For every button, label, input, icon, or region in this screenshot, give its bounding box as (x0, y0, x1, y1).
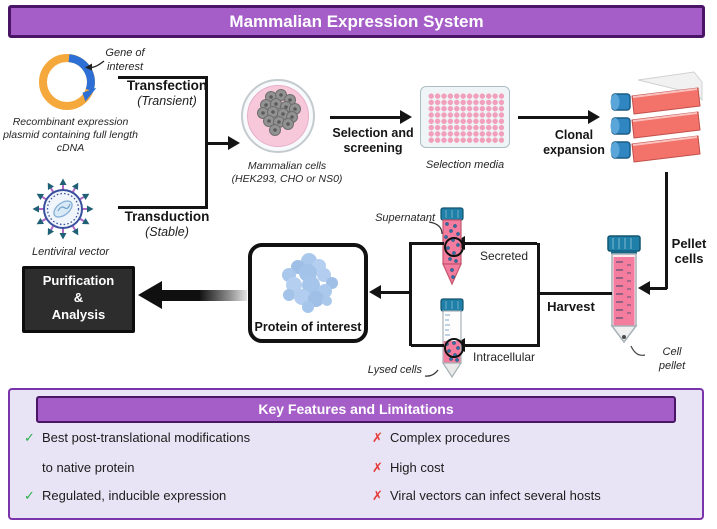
secreted-label: Secreted (480, 249, 529, 263)
transfection-title: Transfection (126, 78, 208, 93)
clonal-expansion-label: Clonal expansion (543, 128, 605, 157)
connector-line (206, 142, 230, 145)
connector-line (537, 243, 540, 347)
mammalian-cells-caption: Mammalian cells (HEK293, CHO or NS0) (231, 160, 343, 186)
check-icon: ✓ (24, 488, 35, 503)
cell-pellet-pointer-icon (630, 345, 646, 356)
arrow-right-icon (228, 136, 240, 150)
fade-arrow-shaft (160, 290, 247, 301)
well-grid (428, 93, 504, 143)
cross-icon: ✗ (372, 460, 383, 475)
arrow-right-icon (588, 110, 600, 124)
connector-line (518, 116, 590, 119)
intracellular-label: Intracellular (473, 350, 536, 364)
supernatant-pointer-icon (428, 221, 443, 235)
page-title: Mammalian Expression System (8, 5, 705, 38)
transduction-title: Transduction (124, 209, 210, 224)
feature-text: Regulated, inducible expression (42, 488, 227, 503)
transfection-mode: (Transient) (137, 93, 197, 108)
petri-dish-icon (241, 79, 315, 153)
transduction-label: Transduction (Stable) (122, 209, 212, 240)
lentivirus-icon (31, 177, 95, 241)
feature-text: to native protein (42, 460, 135, 475)
protein-of-interest-box: Protein of interest (248, 243, 368, 343)
connector-line (538, 292, 612, 295)
connector-line (464, 242, 537, 245)
feature-item: to native protein (24, 460, 135, 475)
cross-icon: ✗ (372, 488, 383, 503)
plasmid-caption: Recombinant expression plasmid containin… (3, 116, 138, 155)
connector-line (411, 242, 444, 245)
plasmid-icon (39, 54, 97, 110)
cross-icon: ✗ (372, 430, 383, 445)
feature-item: ✗ High cost (372, 460, 444, 476)
connector-line (411, 344, 444, 347)
transfection-label: Transfection (Transient) (126, 78, 208, 109)
transduction-mode: (Stable) (145, 224, 189, 239)
arrow-left-icon (638, 281, 650, 295)
gene-pointer-arrow-icon (85, 60, 105, 71)
cell-pellet-label: Cell pellet (658, 346, 686, 372)
arrow-left-icon (138, 281, 162, 309)
gene-of-interest-label: Gene of interest (105, 47, 145, 73)
well-plate-icon (420, 86, 510, 148)
feature-text: High cost (390, 460, 445, 475)
lysed-pointer-icon (424, 369, 439, 377)
falcon-tube-icon (607, 235, 641, 344)
culture-flasks-icon (610, 71, 703, 163)
key-features-panel: Key Features and Limitations ✓ Best post… (8, 388, 704, 520)
connector-line (381, 291, 410, 294)
protein-blob-icon (282, 253, 338, 313)
connector-line (118, 76, 207, 79)
lysed-cells-label: Lysed cells (367, 364, 422, 376)
connector-line (118, 206, 207, 209)
feature-item: ✗ Complex procedures (372, 430, 510, 446)
feature-text: Viral vectors can infect several hosts (390, 488, 601, 503)
connector-line (650, 287, 667, 290)
supernatant-label: Supernatant (375, 212, 435, 224)
pellet-cells-label: Pellet cells (671, 236, 707, 267)
connector-line (665, 172, 668, 289)
selection-media-caption: Selection media (425, 159, 505, 171)
arrow-right-icon (400, 110, 412, 124)
feature-text: Complex procedures (390, 430, 510, 445)
lysed-ring-marker (444, 338, 464, 358)
arrow-left-icon (369, 285, 381, 299)
harvest-label: Harvest (547, 299, 595, 314)
connector-line (464, 344, 537, 347)
connector-line (330, 116, 402, 119)
connector-line (409, 242, 412, 346)
protein-of-interest-label: Protein of interest (254, 320, 362, 334)
lentiviral-vector-caption: Lentiviral vector (31, 246, 110, 258)
selection-screening-label: Selection and screening (332, 126, 414, 155)
check-icon: ✓ (24, 430, 35, 445)
supernatant-ring-marker (444, 237, 464, 257)
feature-item: ✓ Regulated, inducible expression (24, 488, 226, 504)
feature-text: Best post-translational modifications (42, 430, 251, 445)
key-features-heading: Key Features and Limitations (36, 396, 676, 423)
purification-analysis-box: Purification & Analysis (22, 266, 135, 333)
feature-item: ✓ Best post-translational modifications (24, 430, 250, 446)
feature-item: ✗ Viral vectors can infect several hosts (372, 488, 601, 504)
